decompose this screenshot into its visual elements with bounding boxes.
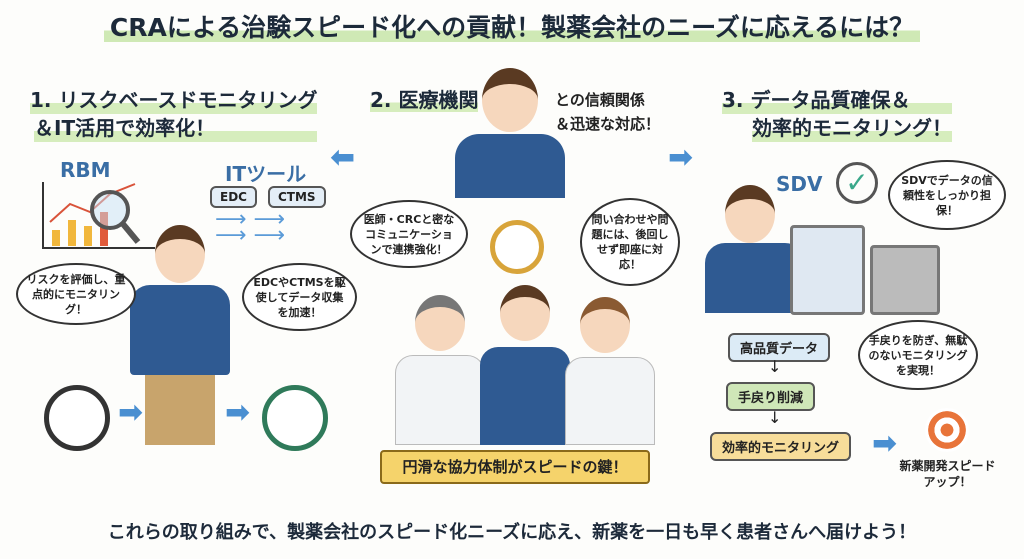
cra-person-3: [705, 185, 815, 315]
flow-step-rework-reduction: 手戻り削減: [726, 382, 816, 411]
section2-heading-b: との信頼関係 ＆迅速な対応！: [555, 91, 661, 133]
winged-clock-icon: [490, 220, 544, 274]
cooperation-banner: 円滑な協力体制がスピードの鍵！: [380, 450, 650, 484]
chart-magnifier-icon: [42, 182, 155, 249]
flow-step-quality-data: 高品質データ: [728, 333, 831, 362]
speed-arrows-icon: ⟶ ⟶⟶ ⟶: [215, 207, 286, 248]
section1-heading: 1. リスクベースドモニタリング ＆IT活用で効率化！: [30, 86, 318, 142]
section2-heading-a: 2. 医療機関: [370, 88, 479, 112]
cra-person-1: [125, 225, 235, 455]
curved-arrow-right-icon: ➡: [668, 140, 694, 175]
section3-heading: 3. データ品質確保＆ 効率的モニタリング！: [722, 86, 952, 142]
flow-step-efficient-monitoring: 効率的モニタリング: [710, 432, 852, 461]
page-title: CRAによる治験スピード化への貢献！製薬会社のニーズに応えるには？: [0, 8, 1024, 44]
target-icon: [925, 408, 969, 452]
sdv-label: SDV: [776, 172, 823, 196]
speech-bubble-edc: EDCやCTMSを駆使してデータ収集を加速！: [242, 263, 357, 331]
footer-message: これらの取り組みで、製薬会社のスピード化ニーズに応え、新薬を一日も早く患者さんへ…: [107, 522, 917, 543]
monitor-icon: [870, 245, 940, 315]
speech-bubble-response: 問い合わせや問題には、後回しせず即座に対応！: [580, 198, 680, 286]
goal-text: 新薬開発スピードアップ！: [899, 459, 996, 489]
check-circle-icon: ✓: [836, 162, 878, 204]
arrow-right-icon: ➡: [225, 395, 251, 430]
rbm-label: RBM: [60, 158, 111, 182]
speech-bubble-rework: 手戻りを防ぎ、無駄のないモニタリングを実現！: [858, 320, 978, 390]
arrow-down-icon: ↓: [768, 357, 782, 376]
arrow-right-icon: ➡: [118, 395, 144, 430]
arrow-down-icon: ↓: [768, 408, 782, 427]
speech-bubble-risk: リスクを評価し、重点的にモニタリング！: [16, 263, 136, 325]
fast-stopwatch-icon: [262, 385, 328, 451]
curved-arrow-left-icon: ⬅: [330, 140, 356, 175]
edc-tag: EDC: [210, 186, 257, 208]
speech-bubble-sdv: SDVでデータの信頼性をしっかり担保！: [888, 160, 1006, 230]
speech-bubble-communication: 医師・CRCと密なコミュニケーションで連携強化！: [350, 200, 468, 268]
arrow-right-icon: ➡: [872, 426, 898, 461]
cra-person-2: [450, 68, 570, 198]
monitor-icon: [790, 225, 865, 315]
handshake-team-illustration: [395, 285, 655, 445]
stopwatch-icon: [44, 385, 110, 451]
ctms-tag: CTMS: [268, 186, 326, 208]
it-tools-label: ITツール: [225, 162, 307, 186]
